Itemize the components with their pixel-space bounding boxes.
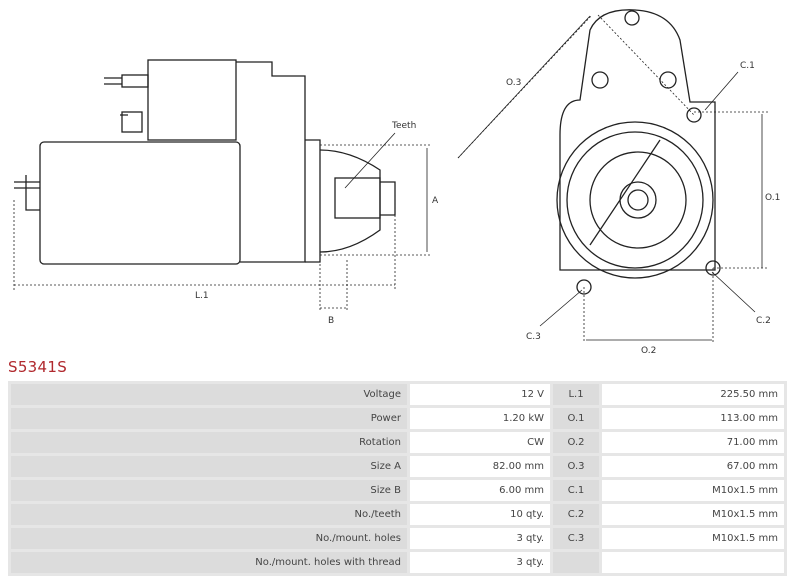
teeth-label: Teeth bbox=[391, 121, 416, 131]
dim-l1-label: L.1 bbox=[195, 291, 209, 301]
front-view bbox=[457, 9, 768, 342]
dimension-value: M10x1.5 mm bbox=[602, 480, 784, 501]
spec-value: 82.00 mm bbox=[410, 456, 550, 477]
spec-value: 6.00 mm bbox=[410, 480, 550, 501]
dimension-key: C.3 bbox=[553, 528, 599, 549]
dimension-value: 225.50 mm bbox=[602, 384, 784, 405]
dim-a-label: A bbox=[432, 196, 439, 206]
dimension-value: M10x1.5 mm bbox=[602, 504, 784, 525]
spec-value: 1.20 kW bbox=[410, 408, 550, 429]
dimension-key: C.1 bbox=[553, 480, 599, 501]
dimension-key: L.1 bbox=[553, 384, 599, 405]
spec-label: Size B bbox=[11, 480, 407, 501]
dimension-value: 113.00 mm bbox=[602, 408, 784, 429]
spec-label: Rotation bbox=[11, 432, 407, 453]
spec-label: Voltage bbox=[11, 384, 407, 405]
spec-label: Power bbox=[11, 408, 407, 429]
dim-c1-label: C.1 bbox=[740, 61, 755, 71]
spec-value: 10 qty. bbox=[410, 504, 550, 525]
dim-o1-label: O.1 bbox=[765, 193, 780, 203]
spec-label: No./mount. holes bbox=[11, 528, 407, 549]
starter-motor-drawing: Teeth A B L.1 O.3 C.1 O.1 C.2 C.3 O.2 bbox=[13, 9, 780, 356]
dim-c3-label: C.3 bbox=[526, 332, 541, 342]
dimension-key: O.3 bbox=[553, 456, 599, 477]
dim-b-label: B bbox=[328, 316, 334, 326]
dimension-value bbox=[602, 552, 784, 573]
dimension-value: M10x1.5 mm bbox=[602, 528, 784, 549]
spec-label: Size A bbox=[11, 456, 407, 477]
dimension-value: 67.00 mm bbox=[602, 456, 784, 477]
dim-o2-label: O.2 bbox=[641, 346, 656, 356]
spec-label: No./teeth bbox=[11, 504, 407, 525]
dimension-key: C.2 bbox=[553, 504, 599, 525]
dimension-value: 71.00 mm bbox=[602, 432, 784, 453]
spec-label: No./mount. holes with thread bbox=[11, 552, 407, 573]
dimension-key bbox=[553, 552, 599, 573]
spec-value: 3 qty. bbox=[410, 528, 550, 549]
spec-value: 12 V bbox=[410, 384, 550, 405]
spec-value: 3 qty. bbox=[410, 552, 550, 573]
spec-value: CW bbox=[410, 432, 550, 453]
dim-o3-label: O.3 bbox=[506, 78, 521, 88]
dimension-key: O.2 bbox=[553, 432, 599, 453]
side-view bbox=[13, 59, 430, 312]
dimension-key: O.1 bbox=[553, 408, 599, 429]
product-code-title: S5341S bbox=[8, 358, 68, 376]
dim-c2-label: C.2 bbox=[756, 316, 771, 326]
